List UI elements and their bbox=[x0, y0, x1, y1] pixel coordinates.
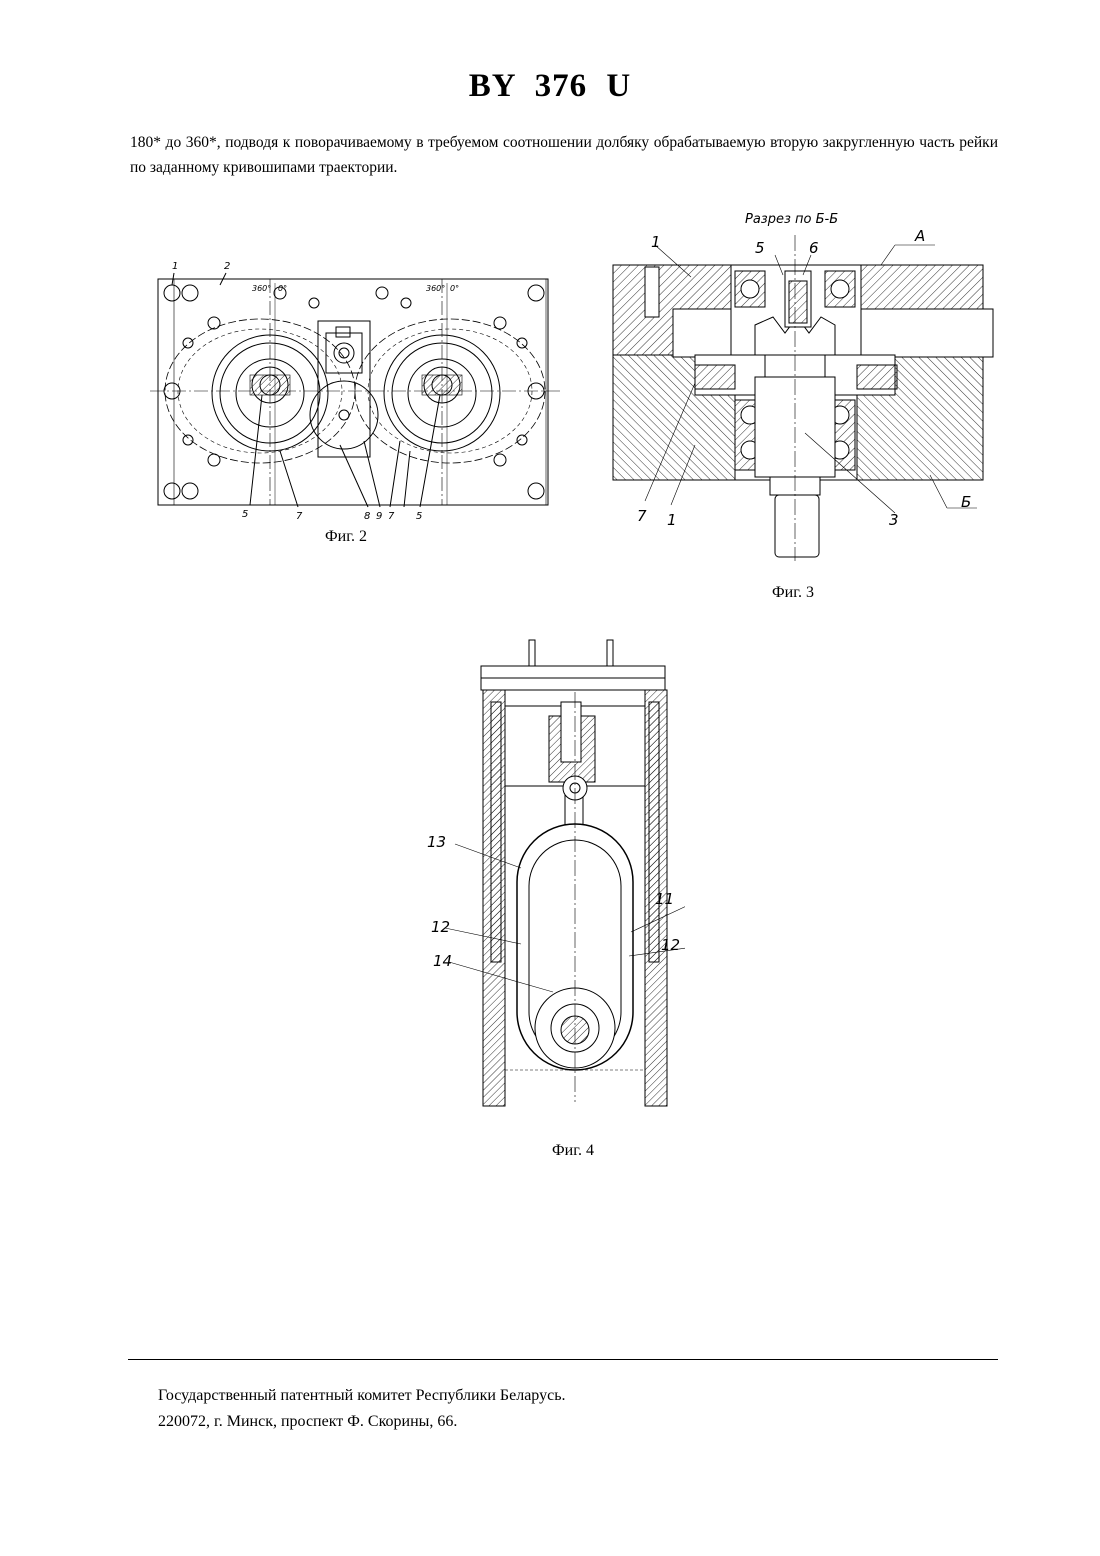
body-paragraph: 180* до 360*, подводя к поворачиваемому … bbox=[130, 130, 998, 180]
fig4-label-12-left: 12 bbox=[431, 918, 450, 936]
footer: Государственный патентный комитет Респуб… bbox=[158, 1383, 566, 1435]
figure-4-drawing: 13 11 12 12 14 bbox=[425, 632, 685, 1112]
fig3-label-7: 7 bbox=[637, 507, 647, 525]
patent-number-header: BY 376 U bbox=[0, 68, 1100, 105]
fig2-angle-0-left: 0° bbox=[278, 284, 287, 293]
fig2-angle-0-right: 0° bbox=[450, 284, 459, 293]
fig2-label-9: 9 bbox=[376, 511, 382, 520]
fig3-section-title: Разрез по Б-Б bbox=[745, 212, 838, 227]
footer-line-1: Государственный патентный комитет Респуб… bbox=[158, 1383, 566, 1409]
fig2-label-7-right: 7 bbox=[388, 511, 395, 520]
fig3-label-1-bottom: 1 bbox=[667, 511, 677, 529]
footer-line-2: 220072, г. Минск, проспект Ф. Скорины, 6… bbox=[158, 1409, 566, 1435]
figure-2-caption: Фиг. 2 bbox=[325, 528, 367, 546]
fig2-angle-360-right: 360° bbox=[426, 284, 445, 293]
fig3-label-3: 3 bbox=[889, 511, 899, 529]
figure-4-caption: Фиг. 4 bbox=[552, 1142, 594, 1160]
fig4-label-11: 11 bbox=[655, 890, 674, 908]
fig3-label-6: 6 bbox=[809, 239, 819, 257]
fig3-label-A: А bbox=[914, 227, 925, 245]
fig4-label-13: 13 bbox=[427, 833, 446, 851]
fig3-label-B: Б bbox=[961, 493, 971, 511]
figure-2-drawing: 1 2 360° 0° 360° 0° 5 7 8 9 7 5 bbox=[150, 255, 560, 520]
fig2-label-5-right: 5 bbox=[416, 511, 422, 520]
fig2-label-7-left: 7 bbox=[296, 511, 303, 520]
fig4-label-12-right: 12 bbox=[661, 936, 680, 954]
fig2-label-1: 1 bbox=[172, 261, 178, 272]
fig2-label-8: 8 bbox=[364, 511, 370, 520]
fig2-angle-360-left: 360° bbox=[252, 284, 271, 293]
fig2-label-5-left: 5 bbox=[242, 509, 248, 520]
fig3-label-5: 5 bbox=[755, 239, 765, 257]
fig3-label-1-top: 1 bbox=[651, 233, 661, 251]
figure-3-drawing: Разрез по Б-Б 1 5 6 А 7 1 3 Б bbox=[605, 205, 995, 565]
figure-3-caption: Фиг. 3 bbox=[772, 584, 814, 602]
footer-divider bbox=[128, 1359, 998, 1360]
fig2-label-2: 2 bbox=[224, 261, 230, 272]
fig4-label-14: 14 bbox=[433, 952, 452, 970]
